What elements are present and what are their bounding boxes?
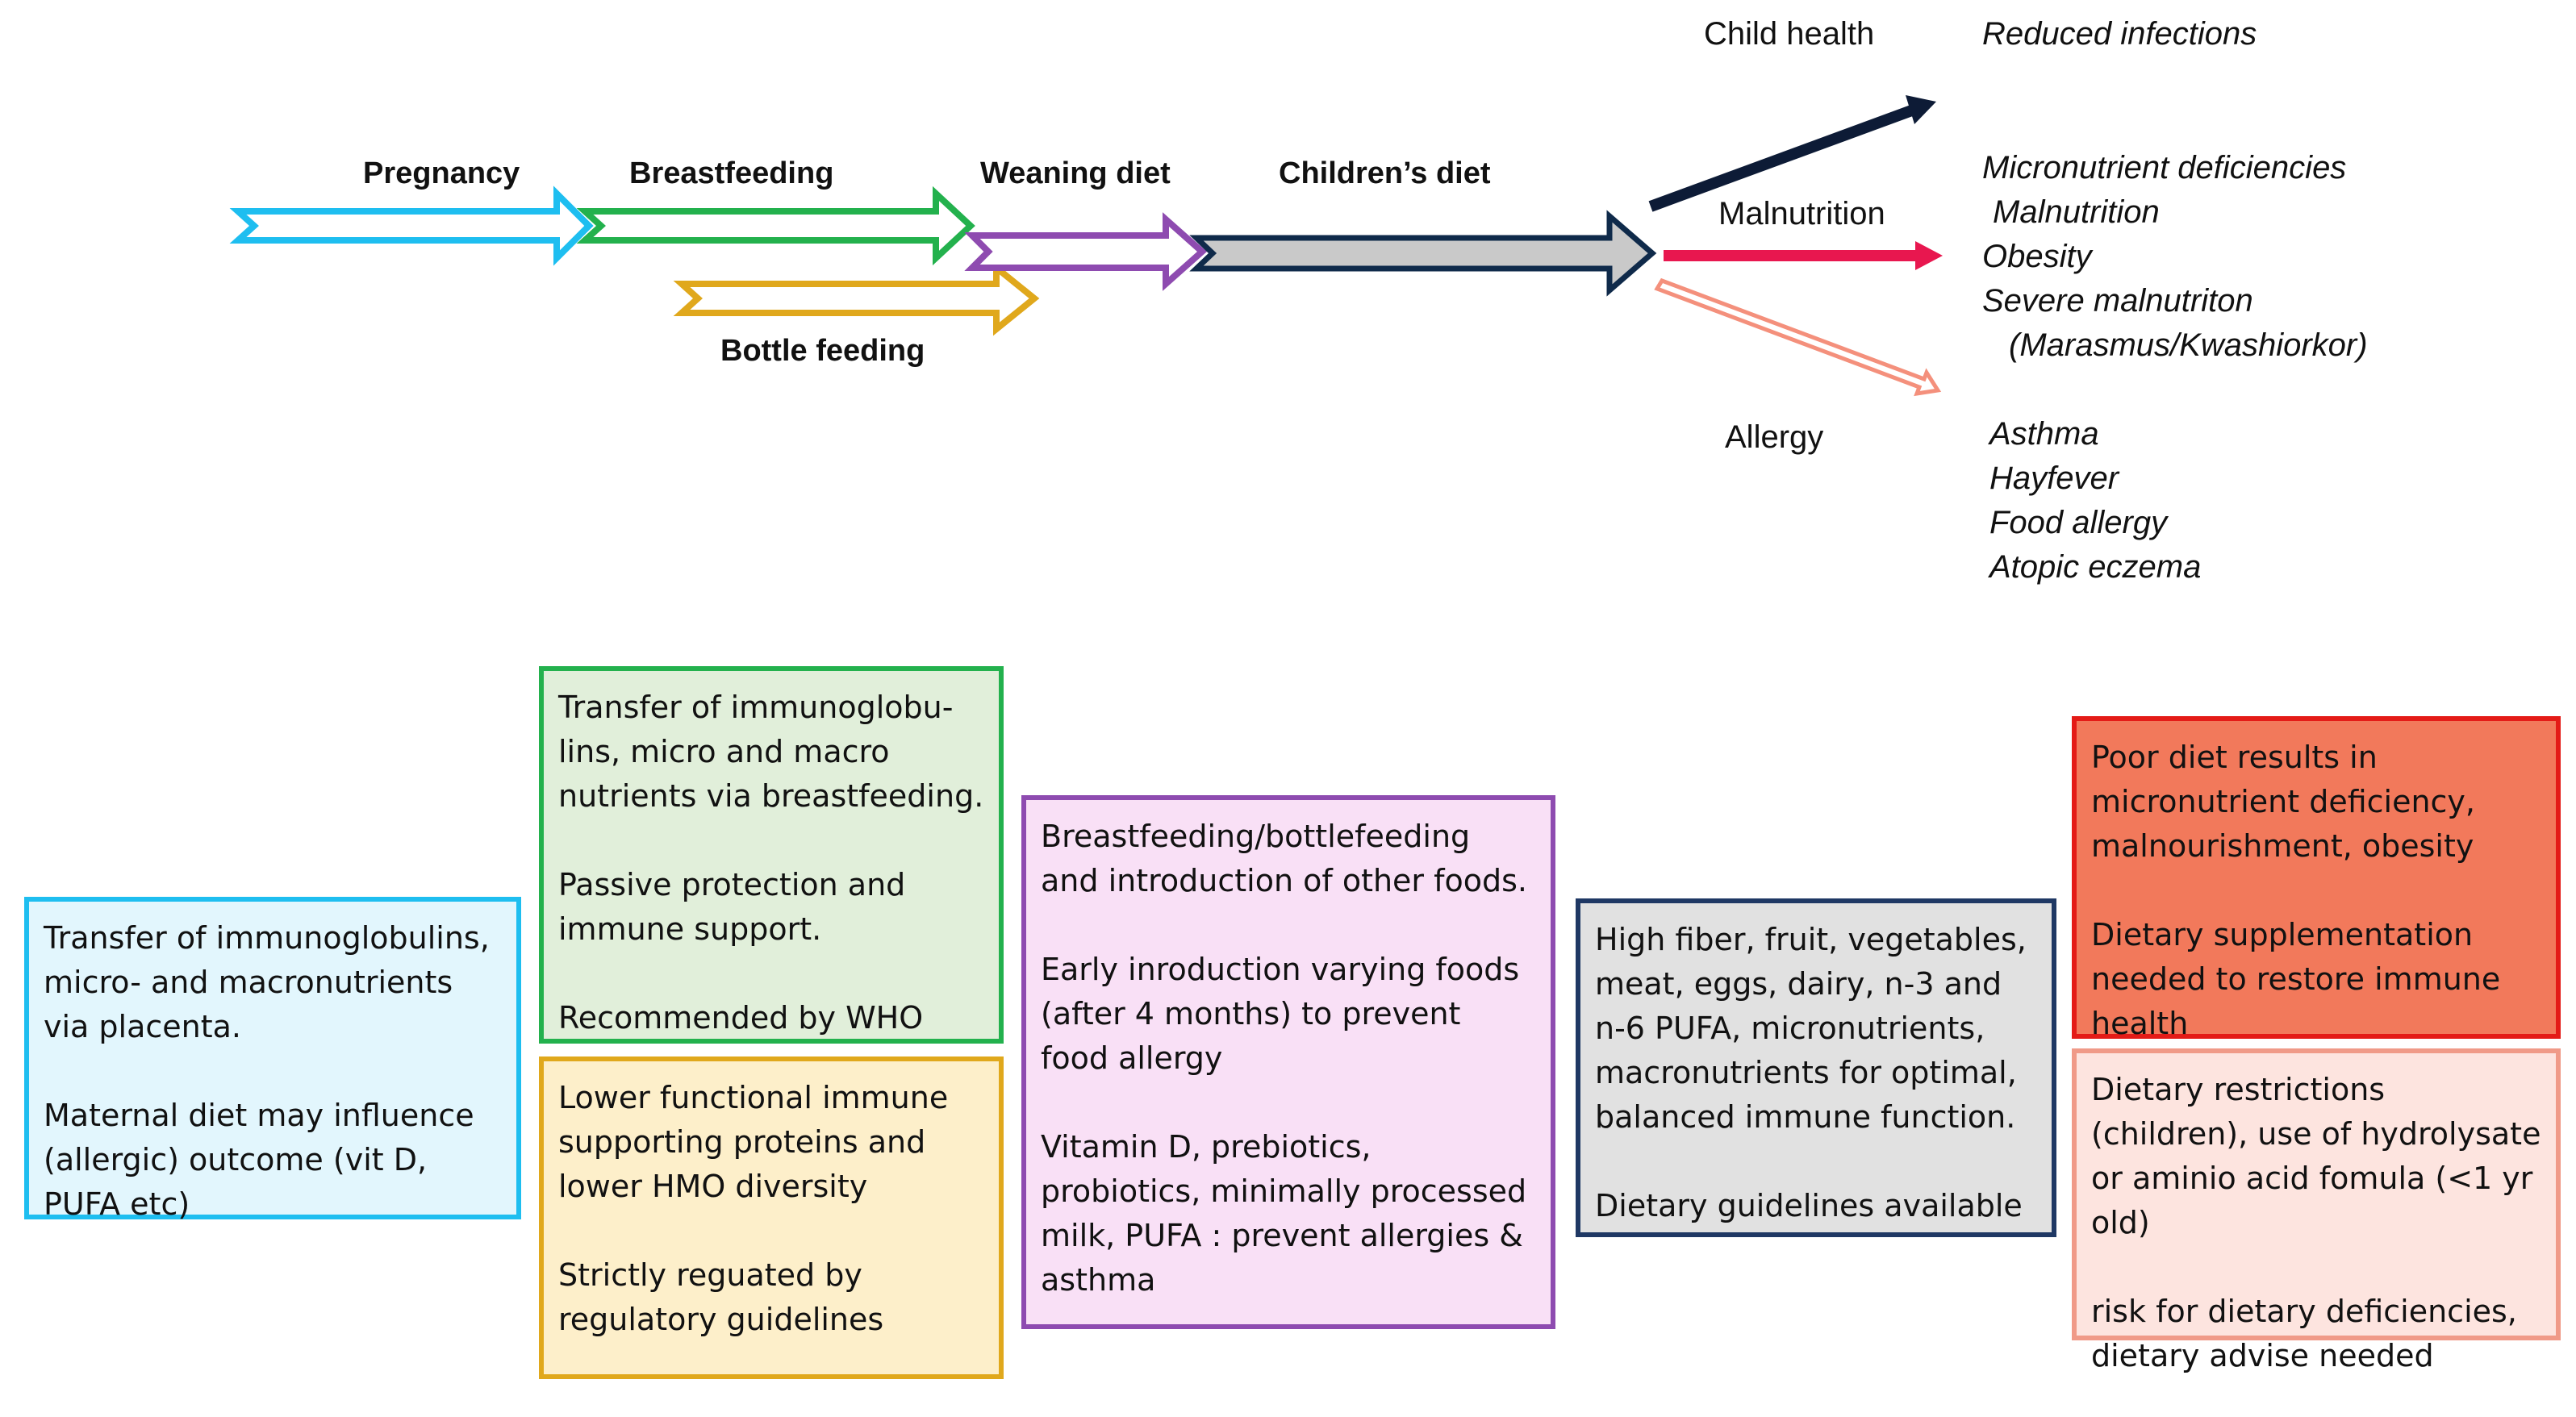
dietary-restrictions-info-text-1: Dietary restrictions (children), use of …: [2091, 1072, 2541, 1240]
bottle-feeding-info-text-2: Strictly reguated by regulatory guidelin…: [558, 1257, 884, 1337]
stage-label-pregnancy: Pregnancy: [363, 156, 520, 190]
outcome-obesity: Obesity: [1982, 239, 2092, 274]
stage-label-bottle-feeding: Bottle feeding: [720, 334, 925, 368]
stage-label-weaning: Weaning diet: [980, 156, 1171, 190]
weaning-info-text-1: Breastfeeding/bottlefeeding and introduc…: [1041, 819, 1528, 898]
bottle-feeding-info-text-1: Lower functional immune supporting prote…: [558, 1080, 949, 1204]
branch-label-allergy: Allergy: [1725, 419, 1824, 455]
poor-diet-info-text-1: Poor diet results in micronutrient defic…: [2091, 740, 2476, 864]
poor-diet-info-text-2: Dietary supplementation needed to restor…: [2091, 917, 2501, 1041]
child-health-arrow: [1648, 103, 1918, 212]
weaning-info-text-3: Vitamin D, prebiotics, probiotics, minim…: [1041, 1129, 1527, 1298]
bottle-feeding-arrow: [673, 260, 1040, 336]
bottle-feeding-info-box: Lower functional immune supporting prote…: [539, 1056, 1004, 1379]
breastfeeding-info-box: Transfer of immunoglobu-lins, micro and …: [539, 666, 1004, 1044]
outcome-reduced-infections: Reduced infections: [1982, 16, 2257, 52]
outcome-severe-malnutrition: Severe malnutriton: [1982, 283, 2253, 319]
outcome-malnutrition: Malnutrition: [1993, 194, 2160, 230]
outcome-micronutrient-deficiencies: Micronutrient deficiencies: [1982, 150, 2347, 185]
child-health-arrowhead: [1906, 95, 1936, 124]
breastfeeding-info-text-2: Passive protection and immune support.: [558, 867, 906, 947]
outcome-marasmus-kwashiorkor: (Marasmus/Kwashiorkor): [2009, 327, 2368, 363]
poor-diet-info-box: Poor diet results in micronutrient defic…: [2072, 716, 2561, 1041]
pregnancy-info-box: Transfer of immunoglobulins, micro- and …: [24, 897, 521, 1222]
branch-label-malnutrition: Malnutrition: [1718, 196, 1885, 231]
branch-label-child-health: Child health: [1704, 16, 1875, 52]
pregnancy-info-text-2: Maternal diet may influence (allergic) o…: [44, 1098, 474, 1222]
outcome-atopic-eczema: Atopic eczema: [1989, 549, 2202, 585]
childrens-diet-info-text-1: High fiber, fruit, vegetables, meat, egg…: [1595, 922, 2027, 1135]
malnutrition-arrowhead: [1915, 241, 1943, 270]
stage-label-breastfeeding: Breastfeeding: [629, 156, 834, 190]
pregnancy-arrow: [229, 185, 594, 266]
pregnancy-info-text-1: Transfer of immunoglobulins, micro- and …: [44, 920, 490, 1044]
childrens-diet-info-box: High fiber, fruit, vegetables, meat, egg…: [1576, 898, 2056, 1237]
dietary-restrictions-info-box: Dietary restrictions (children), use of …: [2072, 1048, 2561, 1373]
breastfeeding-arrow: [576, 185, 975, 266]
weaning-info-text-2: Early inroduction varying foods (after 4…: [1041, 952, 1520, 1076]
childrens-diet-arrow: [1189, 210, 1657, 297]
weaning-arrow: [964, 212, 1208, 291]
allergy-arrow: [1654, 277, 1942, 397]
breastfeeding-info-text-1: Transfer of immunoglobu-lins, micro and …: [558, 690, 984, 814]
weaning-info-box: Breastfeeding/bottlefeeding and introduc…: [1021, 795, 1555, 1329]
outcome-hayfever: Hayfever: [1989, 461, 2119, 496]
dietary-restrictions-info-text-2: risk for dietary deficiencies, dietary a…: [2091, 1294, 2517, 1373]
outcome-asthma: Asthma: [1989, 416, 2099, 452]
childrens-diet-info-text-2: Dietary guidelines available: [1595, 1188, 2023, 1223]
breastfeeding-info-text-3: Recommended by WHO: [558, 1000, 924, 1036]
outcome-food-allergy: Food allergy: [1989, 505, 2168, 540]
stage-label-childrens-diet: Children’s diet: [1279, 156, 1491, 190]
